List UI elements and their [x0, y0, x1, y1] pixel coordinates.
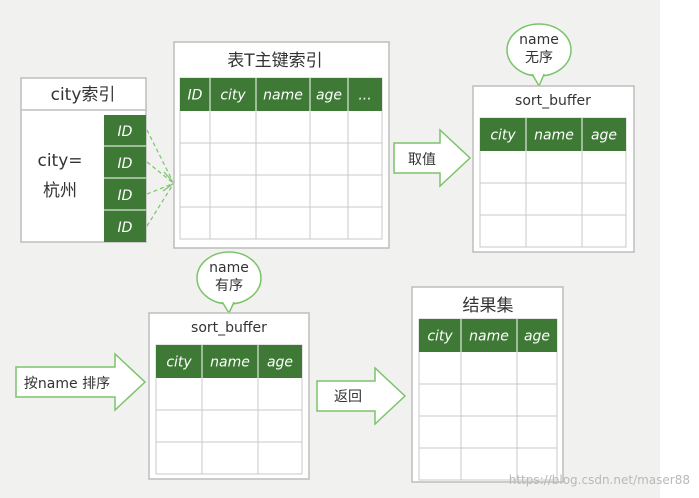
city-index-id-column: ID ID ID ID	[104, 115, 146, 242]
table-header-cell: city	[490, 128, 516, 144]
fetch-arrow-label: 取值	[408, 152, 436, 168]
return-arrow-label: 返回	[334, 389, 362, 405]
city-index-id-cell: ID	[118, 220, 133, 236]
table-header-cell: name	[469, 329, 509, 345]
sort-buffer-unsorted-panel: name 无序 sort_buffer city name age	[472, 23, 635, 253]
return-arrow: 返回	[316, 366, 407, 426]
unsorted-sort-buffer-title: sort_buffer	[515, 93, 591, 109]
sorted-bubble: name 有序	[196, 251, 262, 315]
fetch-arrow: 取值	[393, 128, 472, 188]
sort-buffer-sorted-panel: name 有序 sort_buffer city name age	[148, 251, 310, 480]
sorted-bubble-line1: name	[209, 260, 249, 276]
city-index-panel: city索引 city= 杭州 ID ID ID ID	[20, 77, 147, 243]
unsorted-bubble-line1: name	[519, 32, 559, 48]
table-header-cell: city	[166, 355, 192, 371]
table-header-cell: ...	[358, 88, 371, 104]
table-header-cell: age	[267, 355, 293, 371]
sorted-sort-buffer-table: city name age	[155, 344, 303, 475]
table-header-cell: city	[220, 88, 246, 104]
table-header-cell: name	[263, 88, 303, 104]
primary-index-title: 表T主键索引	[227, 51, 322, 71]
city-index-title: city索引	[51, 85, 116, 105]
table-header-cell: age	[524, 329, 550, 345]
table-header-cell: city	[427, 329, 453, 345]
unsorted-sort-buffer-table: city name age	[479, 117, 627, 248]
city-condition-key: city=	[37, 151, 82, 171]
sorted-bubble-line2: 有序	[215, 278, 243, 294]
sort-arrow-label: 按name 排序	[24, 376, 110, 392]
unsorted-bubble-line2: 无序	[525, 50, 553, 66]
city-index-id-cell: ID	[118, 124, 133, 140]
lookup-arrows	[146, 129, 175, 227]
sorted-sort-buffer-title: sort_buffer	[191, 320, 267, 336]
result-set-title: 结果集	[463, 296, 514, 316]
sort-arrow: 按name 排序	[15, 352, 147, 412]
watermark: https://blog.csdn.net/maser88	[509, 473, 690, 487]
city-index-id-cell: ID	[118, 188, 133, 204]
city-condition-value: 杭州	[43, 181, 77, 201]
unsorted-bubble: name 无序	[506, 23, 572, 88]
city-index-id-cell: ID	[118, 156, 133, 172]
table-header-cell: name	[534, 128, 574, 144]
table-header-cell: name	[210, 355, 250, 371]
table-header-cell: age	[591, 128, 617, 144]
table-header-cell: ID	[188, 88, 203, 104]
table-header-cell: age	[316, 88, 342, 104]
